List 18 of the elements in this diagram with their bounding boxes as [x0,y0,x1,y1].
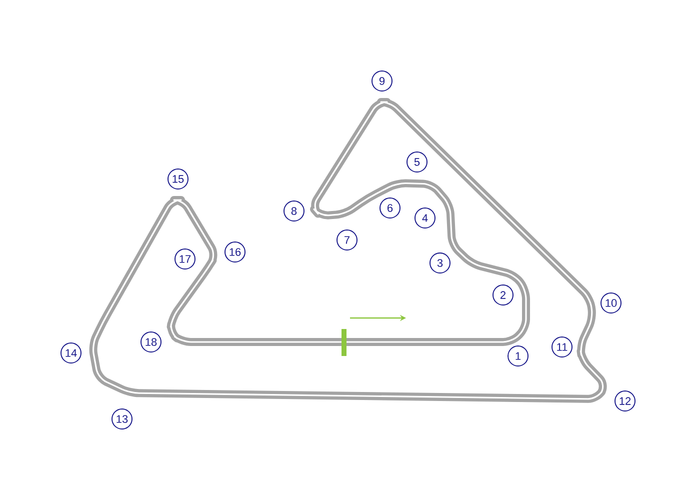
corner-number: 15 [168,168,188,190]
corner-number: 6 [380,198,400,218]
corner-number: 2 [492,284,514,306]
corner-number: 7 [336,230,358,250]
corner-number: 16 [224,242,246,262]
corner-number: 11 [552,336,572,358]
corner-number: 1 [508,346,528,366]
corner-number: 14 [60,342,82,364]
corner-number: 4 [414,208,436,228]
corner-number: 8 [284,200,304,222]
corner-number: 12 [614,390,636,412]
corner-number: 17 [174,248,196,270]
corner-number: 5 [406,152,428,172]
corner-number: 10 [600,292,622,314]
corner-number: 9 [372,70,392,92]
corner-number: 18 [140,332,162,352]
corner-number: 3 [430,252,450,274]
corner-number: 13 [112,408,132,430]
